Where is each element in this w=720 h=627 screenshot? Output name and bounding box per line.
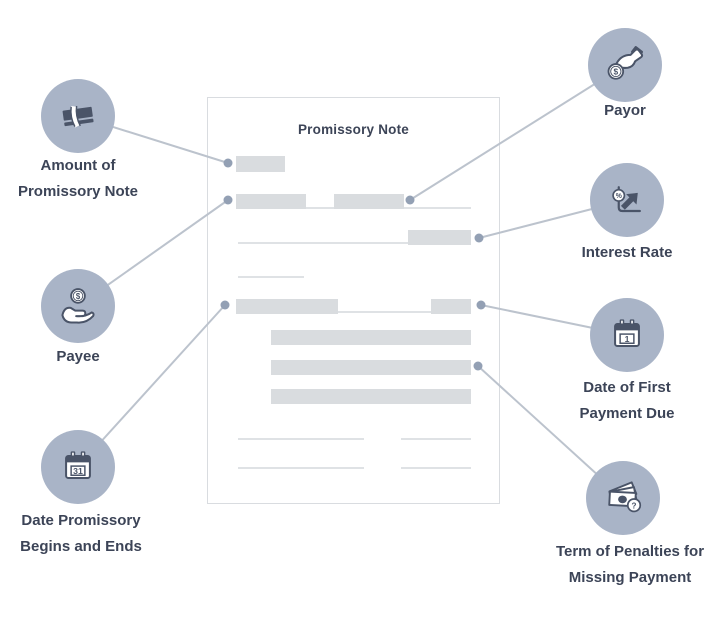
feature-label-term-dates: Date Promissory Begins and Ends	[20, 512, 142, 555]
percent-growth-chart-icon: %	[612, 186, 641, 213]
calendar-day-number: 1	[625, 334, 630, 344]
feature-label-amount: Amount of Promissory Note	[17, 157, 139, 200]
feature-circle-payor: $	[588, 28, 662, 102]
placeholder-bar	[236, 156, 285, 172]
placeholder-bar	[334, 194, 404, 209]
question-glyph: ?	[632, 501, 637, 510]
feature-label-penalties: Term of Penalties for Missing Payment	[555, 543, 705, 586]
feature-label-interest: Interest Rate	[581, 244, 673, 261]
placeholder-bar	[271, 360, 471, 375]
dollar-glyph: $	[76, 292, 81, 301]
calendar-day-1-icon: 1	[614, 319, 640, 348]
placeholder-bar	[236, 299, 338, 314]
feature-circle-penalties: ?	[586, 461, 660, 535]
signature-line	[238, 467, 364, 469]
feature-circle-payee: $	[41, 269, 115, 343]
hand-giving-coin-icon: $	[607, 46, 644, 80]
signature-line	[238, 438, 364, 440]
placeholder-bar	[271, 389, 471, 404]
placeholder-line	[238, 242, 471, 244]
placeholder-bar	[271, 330, 471, 345]
placeholder-bar	[431, 299, 471, 314]
feature-circle-interest: %	[590, 163, 664, 237]
feature-label-payor: Payor	[604, 102, 646, 119]
cash-stack-icon	[62, 105, 94, 128]
signature-line	[401, 438, 471, 440]
placeholder-bar	[408, 230, 471, 245]
calendar-day-number: 31	[73, 466, 83, 476]
placeholder-line	[236, 311, 471, 313]
feature-label-payee: Payee	[56, 348, 100, 365]
signature-line	[401, 467, 471, 469]
dollar-glyph: $	[614, 68, 619, 77]
document-title: Promissory Note	[297, 122, 410, 137]
placeholder-bar	[236, 194, 306, 209]
placeholder-line	[238, 276, 304, 278]
feature-circle-amount	[41, 79, 115, 153]
document-card: Promissory Note	[207, 97, 500, 504]
calendar-day-31-icon: 31	[65, 451, 91, 480]
feature-circle-first-payment: 1	[590, 298, 664, 372]
feature-label-first-payment: Date of First Payment Due	[579, 379, 675, 422]
cash-question-icon: ?	[608, 481, 642, 513]
percent-glyph: %	[616, 193, 622, 200]
hand-receiving-coin-icon: $	[61, 288, 95, 324]
feature-circle-term-dates: 31	[41, 430, 115, 504]
